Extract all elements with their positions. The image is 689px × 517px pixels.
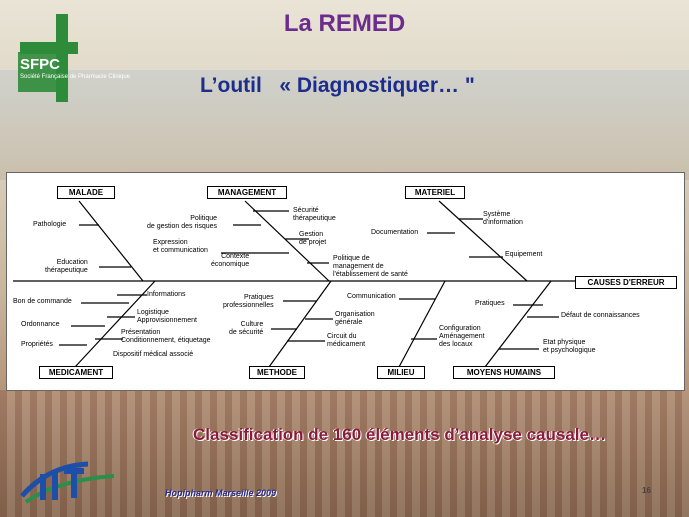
logo-subtitle: Société Française de Pharmacie Clinique: [20, 74, 131, 80]
cause-communication: Communication: [347, 293, 396, 300]
cause-education: Education thérapeutique: [45, 259, 88, 274]
cause-gestion-projet: Gestion de projet: [299, 231, 327, 246]
cause-pathologie: Pathologie: [33, 221, 67, 228]
cause-informations: Informations: [147, 291, 186, 298]
cause-presentation: Présentation Conditionnement, étiquetage: [121, 329, 211, 344]
cause-contexte: Contexte économique: [211, 253, 250, 268]
footer-caption: Classification de 160 éléments d’analyse…: [193, 425, 606, 444]
ishikawa-diagram: MALADE MANAGEMENT MATERIEL CAUSES D'ERRE…: [6, 172, 685, 391]
footer-event: Hopipharm Marseille 2009: [165, 488, 277, 498]
cause-logistique: Logistique Approvisionnement: [137, 309, 197, 324]
background-sea: [0, 70, 689, 180]
cause-circuit: Circuit du médicament: [327, 333, 366, 348]
cause-ordonnance: Ordonnance: [21, 321, 60, 328]
cause-culture: Culture de sécurité: [229, 321, 264, 336]
page-subtitle: L’outil « Diagnostiquer… ": [200, 74, 475, 97]
bone-materiel: [438, 200, 528, 282]
cause-equipement: Equipement: [505, 251, 543, 258]
bone-methode: [268, 280, 332, 368]
category-medicament: MEDICAMENT: [39, 366, 113, 379]
cause-pratiques-pro: Pratiques professionnelles: [223, 294, 274, 309]
cause-pratiques: Pratiques: [475, 300, 505, 307]
category-moyens-humains: MOYENS HUMAINS: [453, 366, 555, 379]
cause-politique-risques: Politique de gestion des risques: [147, 215, 218, 230]
background-town: [0, 390, 689, 517]
category-methode: METHODE: [249, 366, 305, 379]
bone-milieu: [398, 280, 446, 368]
cause-systeme: Système d'information: [483, 211, 523, 226]
logo-text: SFPC: [20, 56, 61, 73]
cause-bon-commande: Bon de commande: [13, 298, 72, 305]
diagram-lines: [13, 200, 575, 368]
category-management: MANAGEMENT: [207, 186, 287, 199]
bone-malade: [78, 200, 144, 282]
cause-configuration: Configuration Aménagement des locaux: [439, 325, 485, 348]
page-title: La REMED: [283, 10, 406, 37]
cause-etat: Etat physique et psychologique: [543, 339, 596, 354]
cause-dispositif: Dispositif médical associé: [113, 351, 194, 358]
effect-causes-erreur: CAUSES D'ERREUR: [575, 276, 677, 289]
category-materiel: MATERIEL: [405, 186, 465, 199]
category-malade: MALADE: [57, 186, 115, 199]
bone-management: [244, 200, 330, 282]
cause-defaut: Défaut de connaissances: [561, 312, 640, 319]
cause-documentation: Documentation: [371, 229, 419, 236]
cause-proprietes: Propriétés: [21, 341, 53, 348]
cause-organisation: Organisation générale: [335, 311, 375, 326]
cause-politique-management: Politique de management de l'établisseme…: [333, 255, 408, 278]
cause-expression: Expression et communication: [153, 239, 208, 254]
page-number: 16: [642, 486, 651, 495]
hopipharm-logo: [20, 461, 115, 504]
sfpc-logo: [18, 14, 78, 102]
category-milieu: MILIEU: [377, 366, 425, 379]
bone-moyens: [484, 280, 552, 368]
cause-securite: Sécurité thérapeutique: [293, 207, 336, 222]
